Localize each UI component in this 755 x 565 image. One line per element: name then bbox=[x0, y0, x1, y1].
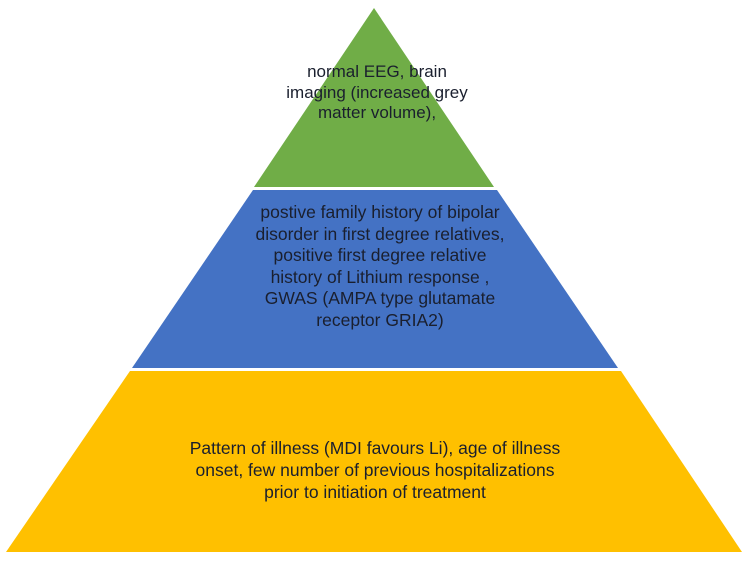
tier-bottom-text: Pattern of illness (MDI favours Li), age… bbox=[110, 437, 640, 503]
tier-middle-line: GWAS (AMPA type glutamate bbox=[264, 288, 496, 309]
tier-middle-line: receptor GRIA2) bbox=[316, 309, 444, 330]
tier-bottom-line: onset, few number of previous hospitaliz… bbox=[195, 460, 555, 481]
pyramid-tier-top bbox=[254, 8, 494, 187]
tier-top-line: normal EEG, brain bbox=[307, 62, 447, 81]
tier-middle-line: history of Lithium response , bbox=[270, 266, 490, 287]
tier-top-line: matter volume), bbox=[317, 103, 437, 123]
tier-top-line: imaging (increased grey bbox=[286, 82, 468, 102]
tier-bottom-line: Pattern of illness (MDI favours Li), age… bbox=[189, 438, 561, 458]
tier-bottom-line: prior to initiation of treatment bbox=[264, 482, 486, 503]
tier-middle-line: positive first degree relative bbox=[273, 245, 487, 266]
tier-top-text: normal EEG, brain imaging (increased gre… bbox=[262, 62, 492, 124]
tier-middle-text: postive family history of bipolar disord… bbox=[215, 202, 545, 331]
pyramid-tier-bottom bbox=[6, 371, 742, 552]
tier-middle-line: postive family history of bipolar bbox=[260, 202, 500, 222]
pyramid-tier-middle bbox=[132, 190, 618, 368]
tier-middle-line: disorder in first degree relatives, bbox=[255, 223, 505, 244]
